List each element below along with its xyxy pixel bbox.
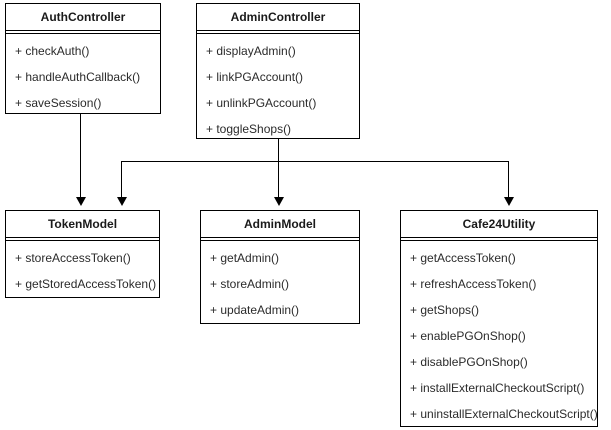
class-member: + storeAdmin() — [210, 277, 290, 291]
arrowhead-admin-model-from-admin-controller — [274, 197, 284, 206]
class-member: + getStoredAccessToken() — [15, 277, 157, 291]
class-separator-admin-controller — [197, 31, 359, 34]
class-box-admin-controller[interactable]: AdminController + displayAdmin() + linkP… — [196, 3, 360, 139]
arrowhead-cafe24-utility-from-admin-controller — [504, 197, 514, 206]
class-member: + updateAdmin() — [210, 303, 300, 317]
class-member: + displayAdmin() — [206, 44, 296, 58]
connector-admin-controller-trunk — [278, 138, 279, 162]
class-title-auth-controller: AuthController — [6, 4, 160, 31]
class-member: + toggleShops() — [206, 122, 292, 136]
class-separator-cafe24-utility — [401, 238, 597, 241]
class-member: + linkPGAccount() — [206, 70, 304, 84]
class-title-cafe24-utility: Cafe24Utility — [401, 211, 597, 238]
class-member: + uninstallExternalCheckoutScript() — [410, 407, 597, 421]
class-member: + getAccessToken() — [410, 251, 516, 265]
class-members-admin-model: + getAdmin() + storeAdmin() + updateAdmi… — [201, 245, 359, 323]
connector-admin-controller-to-admin-model — [278, 161, 279, 197]
class-member: + storeAccessToken() — [15, 251, 131, 265]
class-box-cafe24-utility[interactable]: Cafe24Utility + getAccessToken() + refre… — [400, 210, 598, 427]
class-members-token-model: + storeAccessToken() + getStoredAccessTo… — [6, 245, 159, 297]
connector-branch-bar — [121, 161, 509, 162]
class-title-token-model: TokenModel — [6, 211, 159, 238]
class-title-admin-controller: AdminController — [197, 4, 359, 31]
class-box-admin-model[interactable]: AdminModel + getAdmin() + storeAdmin() +… — [200, 210, 360, 324]
class-title-admin-model: AdminModel — [201, 211, 359, 238]
class-separator-auth-controller — [6, 31, 160, 34]
class-member: + unlinkPGAccount() — [206, 96, 317, 110]
class-member: + refreshAccessToken() — [410, 277, 537, 291]
class-member: + saveSession() — [15, 96, 102, 110]
class-member: + disablePGOnShop() — [410, 355, 528, 369]
class-box-token-model[interactable]: TokenModel + storeAccessToken() + getSto… — [5, 210, 160, 298]
class-member: + handleAuthCallback() — [15, 70, 141, 84]
class-box-auth-controller[interactable]: AuthController + checkAuth() + handleAut… — [5, 3, 161, 114]
arrowhead-token-model-from-auth-controller — [76, 197, 86, 206]
class-member: + enablePGOnShop() — [410, 329, 526, 343]
class-member: + getAdmin() — [210, 251, 280, 265]
class-member: + getShops() — [410, 303, 480, 317]
class-separator-token-model — [6, 238, 159, 241]
class-separator-admin-model — [201, 238, 359, 241]
connector-admin-controller-to-cafe24-utility — [508, 161, 509, 197]
class-member: + checkAuth() — [15, 44, 90, 58]
class-members-cafe24-utility: + getAccessToken() + refreshAccessToken(… — [401, 245, 597, 427]
arrowhead-token-model-from-admin-controller — [117, 197, 127, 206]
class-members-admin-controller: + displayAdmin() + linkPGAccount() + unl… — [197, 38, 359, 142]
connector-auth-controller-to-token-model — [80, 113, 81, 197]
connector-admin-controller-to-token-model — [121, 161, 122, 197]
class-member: + installExternalCheckoutScript() — [410, 381, 585, 395]
class-members-auth-controller: + checkAuth() + handleAuthCallback() + s… — [6, 38, 160, 116]
